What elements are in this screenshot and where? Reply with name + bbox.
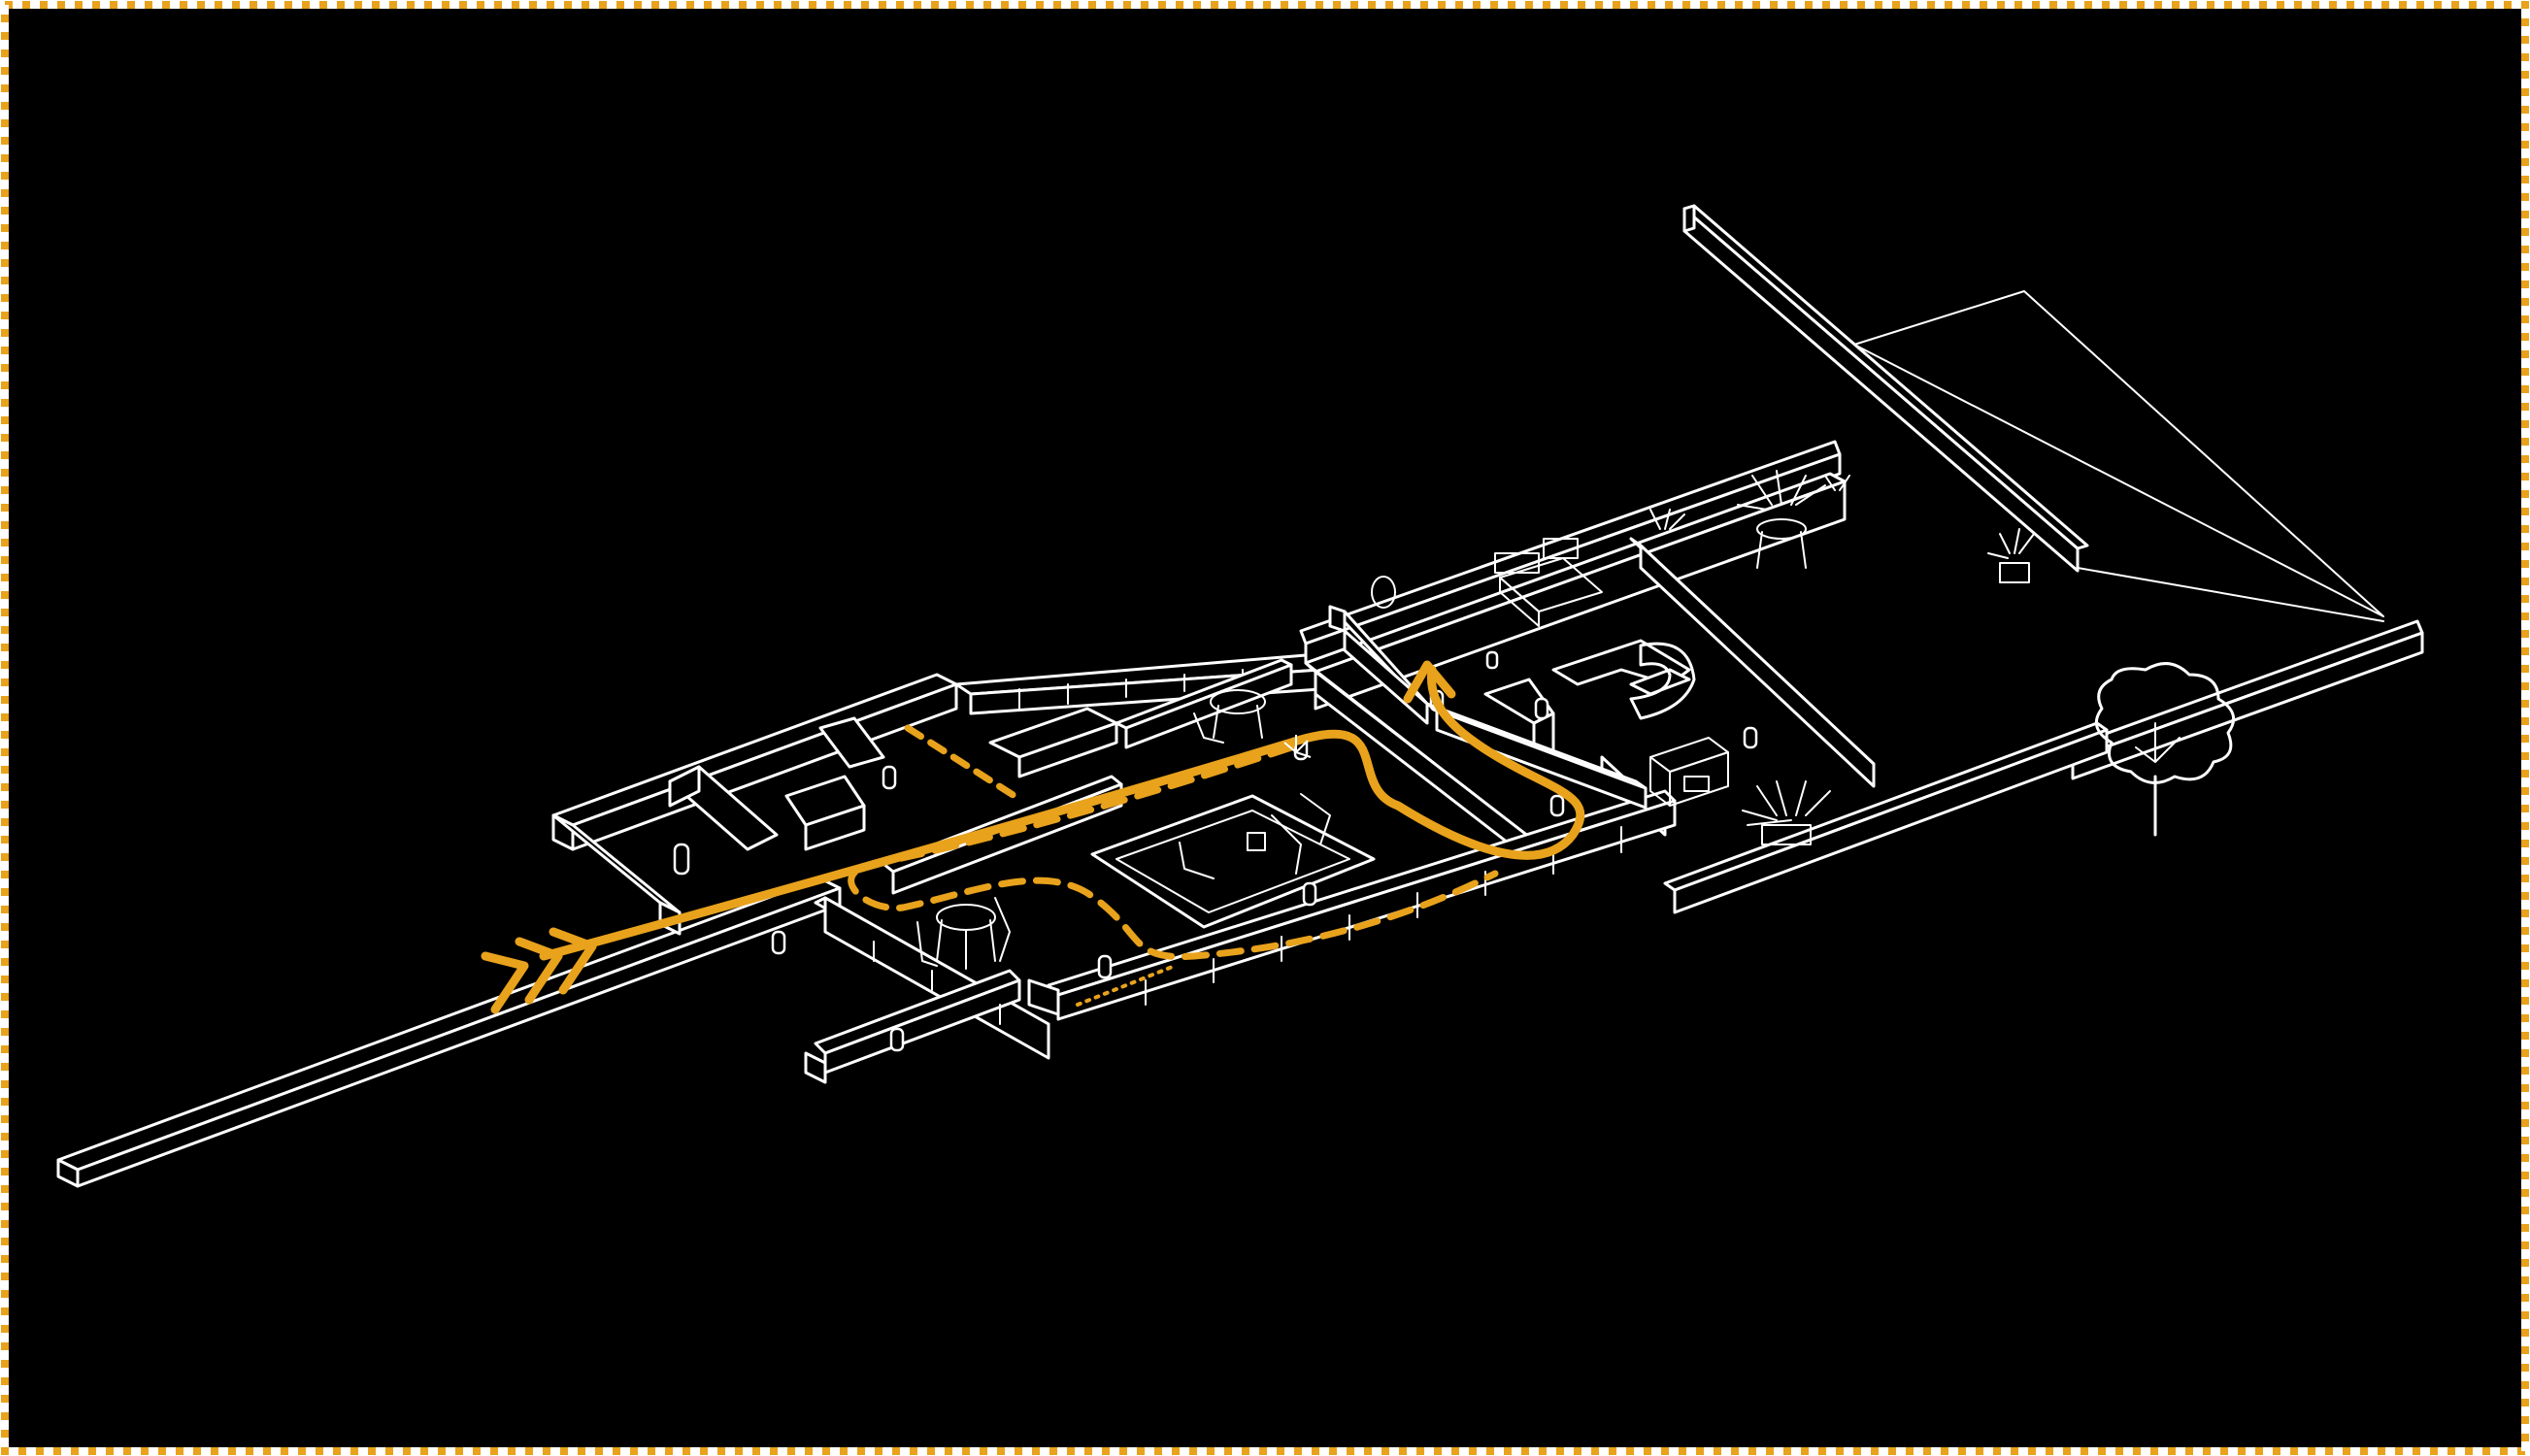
entrance-block xyxy=(551,673,958,936)
table-icon xyxy=(936,689,1266,970)
garden-wall xyxy=(1682,204,2384,622)
house-block xyxy=(1304,472,1876,861)
chair-icon xyxy=(916,712,1331,967)
tree-icon xyxy=(2094,662,2236,837)
arrow-icon xyxy=(481,660,1585,1014)
plant-icon xyxy=(1649,470,2035,845)
kitchen-unit xyxy=(1649,737,1729,807)
east-wall xyxy=(1663,619,2424,914)
dotted-route xyxy=(1076,964,1177,1007)
bed-icon xyxy=(1494,538,1603,627)
light-icon xyxy=(1283,735,1312,758)
dashed-route xyxy=(848,744,1499,961)
stool-icon xyxy=(1371,576,1499,670)
dashed-route-upper xyxy=(904,724,1018,800)
